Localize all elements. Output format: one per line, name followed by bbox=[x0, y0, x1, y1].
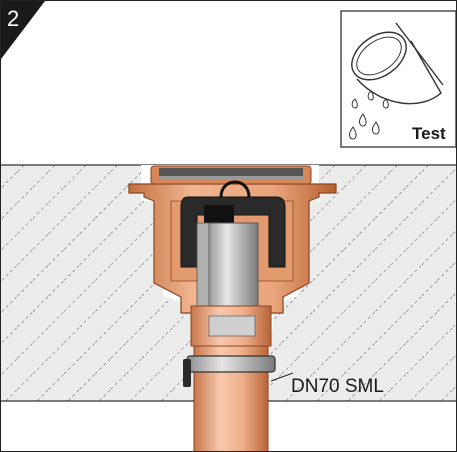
odour-trap-seal bbox=[180, 180, 286, 268]
step-number: 2 bbox=[7, 6, 19, 31]
test-inset: Test bbox=[340, 10, 456, 148]
water-bucket-pour-icon bbox=[349, 22, 444, 140]
pipe-coupling bbox=[183, 355, 294, 387]
test-label: Test bbox=[412, 124, 446, 143]
step-badge: 2 bbox=[1, 1, 45, 59]
pipe-size-label: DN70 SML bbox=[291, 376, 384, 397]
outlet-pipe bbox=[190, 305, 272, 451]
